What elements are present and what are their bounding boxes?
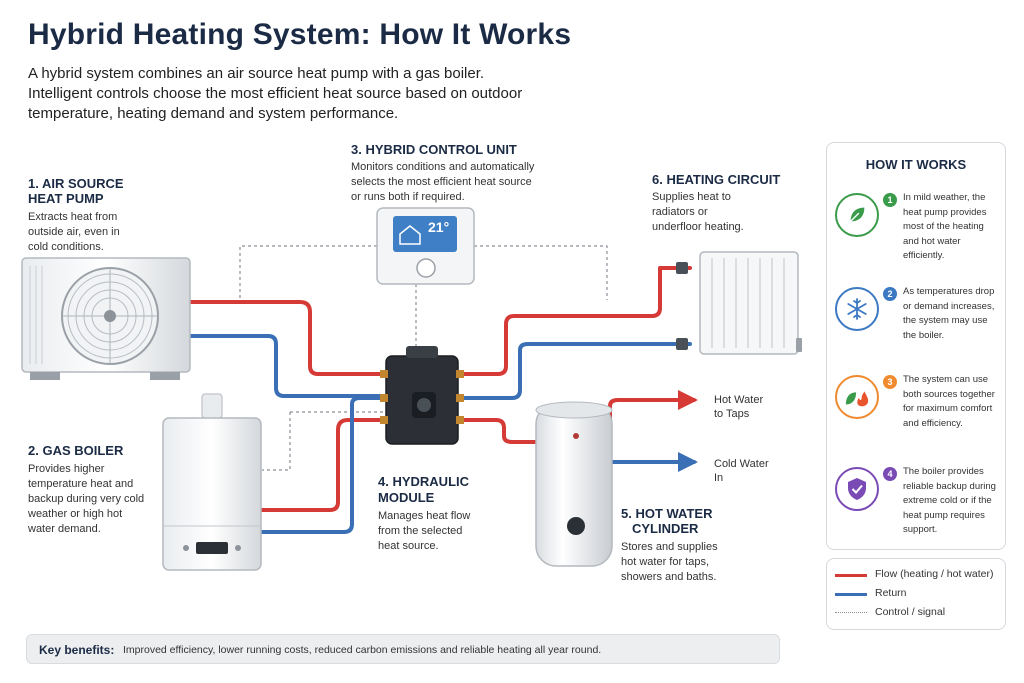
cold-water-in-label-1: Cold Water [714,458,769,470]
heat-pump-desc: Extracts heat from outside air, even in … [28,211,120,253]
cylinder-label-2: CYLINDER [632,521,699,536]
intro-text: A hybrid system combines an air source h… [28,65,523,122]
legend-return: Return [835,586,1005,602]
heat-pump-unit [21,257,191,380]
radiator-unit [676,251,802,355]
legend-flow-label: Flow (heating / hot water) [875,568,994,580]
cylinder-desc: Stores and supplies hot water for taps, … [621,541,718,583]
step-text: The boiler provides reliable backup duri… [903,466,996,535]
step-number: 1 [883,193,897,207]
step-number: 3 [883,375,897,389]
control-signal-lines [239,245,608,471]
gas-boiler-label: 2. GAS BOILER [28,443,124,458]
cold-water-in-label-2: In [714,472,724,484]
control-unit-desc: Monitors conditions and automatically se… [351,161,535,203]
return-line-swatch [835,593,867,596]
leaf-flame-icon [835,375,879,419]
hydraulic-module-label-1: 4. HYDRAULIC [378,474,470,489]
gas-boiler-desc: Provides higher temperature heat and bac… [28,463,145,535]
return-pipes [186,334,698,534]
shield-check-icon [835,467,879,511]
key-benefits-bar: Key benefits: Improved efficiency, lower… [26,634,780,664]
step-text: The system can use both sources together… [903,374,995,429]
heating-circuit-desc: Supplies heat to radiators or underfloor… [652,191,744,233]
hydraulic-module-unit [380,346,464,445]
snowflake-icon [835,287,879,331]
hydraulic-module-desc: Manages heat flow from the selected heat… [378,510,471,552]
how-it-works-item: 4 The boiler provides reliable backup du… [827,461,1005,551]
hot-water-cylinder-unit [535,401,613,567]
legend-return-label: Return [875,587,907,599]
legend-flow: Flow (heating / hot water) [835,567,1005,583]
gas-boiler-unit [162,393,262,571]
hot-water-taps-label-1: Hot Water [714,394,764,406]
step-text: In mild weather, the heat pump provides … [903,192,987,261]
step-number: 2 [883,287,897,301]
leaf-icon [835,193,879,237]
control-unit-device [376,207,475,285]
page-title: Hybrid Heating System: How It Works [28,18,572,51]
heat-pump-label-2: HEAT PUMP [28,191,104,206]
legend-control-label: Control / signal [875,606,946,618]
how-it-works-item: 1 In mild weather, the heat pump provide… [827,187,1005,277]
hot-water-taps-label-2: to Taps [714,408,750,420]
how-it-works-panel: HOW IT WORKS 1 In mild weather, the heat… [826,142,1006,550]
thermostat-temperature: 21° [428,219,450,235]
legend-control: Control / signal [835,605,1005,621]
hydraulic-module-label-2: MODULE [378,490,435,505]
step-number: 4 [883,467,897,481]
flow-pipes [186,266,698,512]
legend-panel: Flow (heating / hot water) Return Contro… [826,558,1006,630]
key-benefits-label: Key benefits: [39,643,115,657]
heat-pump-label-1: 1. AIR SOURCE [28,176,124,191]
control-line-swatch [835,612,867,613]
heating-circuit-label: 6. HEATING CIRCUIT [652,172,781,187]
step-text: As temperatures drop or demand increases… [903,286,995,341]
how-it-works-title: HOW IT WORKS [865,157,967,172]
how-it-works-item: 2 As temperatures drop or demand increas… [827,281,1005,371]
key-benefits-text: Improved efficiency, lower running costs… [123,644,602,656]
how-it-works-item: 3 The system can use both sources togeth… [827,369,1005,459]
cylinder-label-1: 5. HOT WATER [621,506,713,521]
flow-line-swatch [835,574,867,577]
control-unit-label: 3. HYBRID CONTROL UNIT [351,142,517,157]
